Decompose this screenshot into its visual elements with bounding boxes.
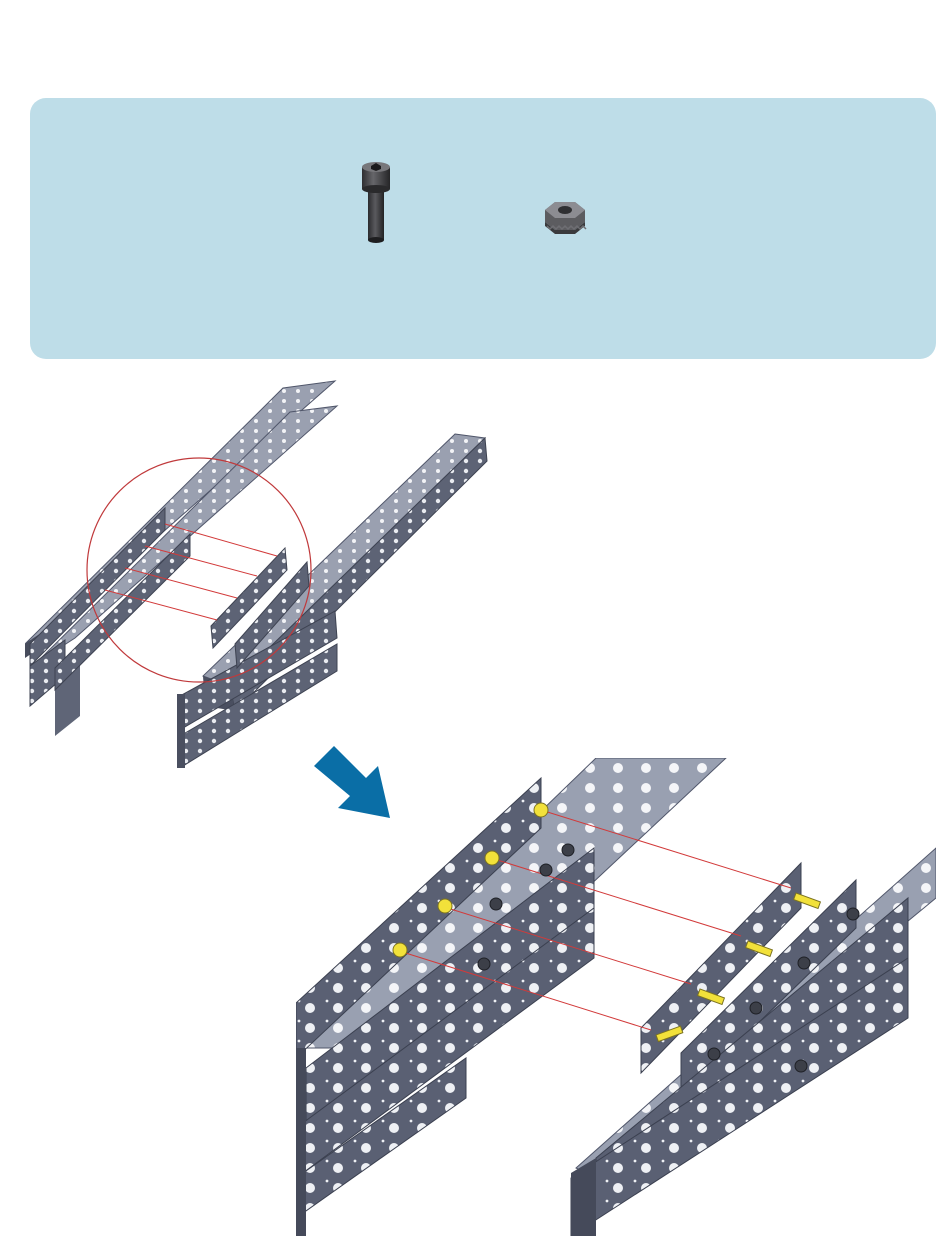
screw-icon bbox=[355, 160, 397, 245]
nut-icon bbox=[535, 194, 595, 238]
overview-assembly-figure bbox=[25, 376, 495, 776]
parts-panel bbox=[30, 98, 936, 359]
detail-assembly-figure bbox=[296, 758, 936, 1236]
